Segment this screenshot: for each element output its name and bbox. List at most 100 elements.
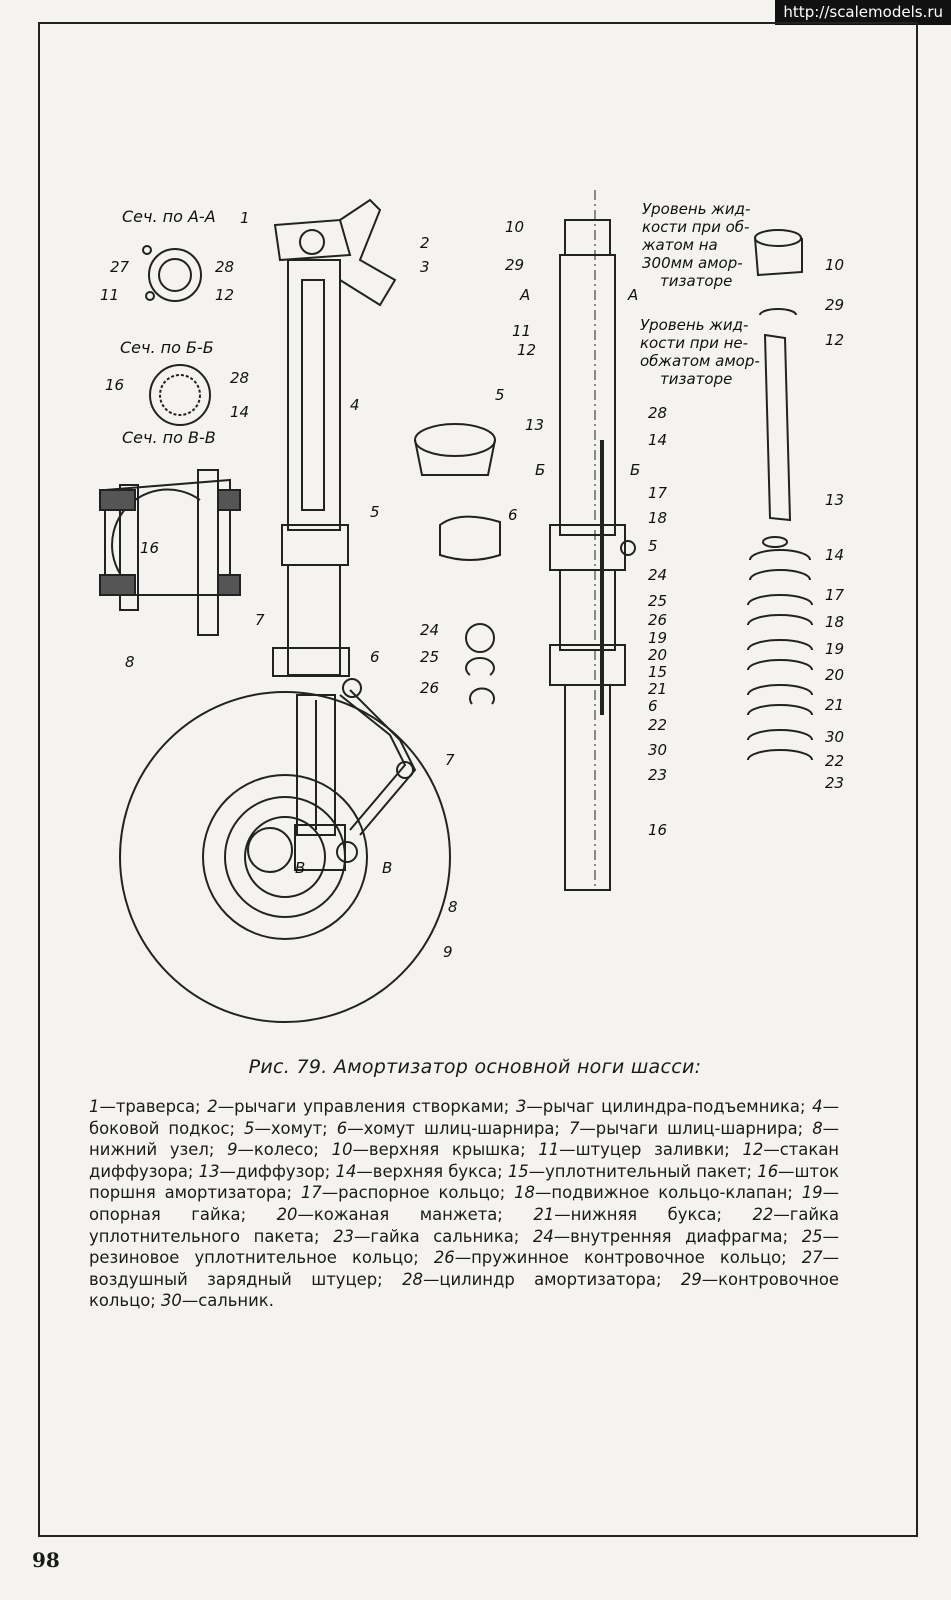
legend-number: 5 (244, 1118, 255, 1138)
callout-6a: 6 (370, 648, 380, 666)
legend-text: —воздушный зарядный штуцер; (89, 1248, 839, 1289)
callout-11a: 11 (100, 286, 119, 304)
legend-text: —шток поршня амортизатора; (89, 1161, 840, 1203)
callout-7a: 7 (255, 611, 265, 629)
legend-number: 30 (160, 1291, 182, 1311)
legend-item: 21—нижняя букса; (533, 1205, 752, 1224)
legend-item: 16—шток поршня амортизатора; (89, 1162, 839, 1203)
callout-16b: 16 (140, 539, 159, 557)
legend-text: —кожаная манжета; (297, 1204, 534, 1224)
legend-number: 19 (801, 1183, 823, 1203)
callout-5c: 5 (648, 537, 658, 555)
legend-item: 18—подвижное кольцо-клапан; (514, 1183, 802, 1202)
callout-21b: 21 (825, 696, 844, 714)
callout-7b: 7 (445, 751, 455, 769)
legend-item: 17—распорное кольцо; (301, 1183, 514, 1202)
legend-item: 14—верхняя букса; (336, 1162, 508, 1181)
callout-30a: 30 (648, 741, 667, 759)
svg-text:300мм амор-: 300мм амор- (642, 254, 743, 272)
part-callouts: 27 28 11 12 16 28 14 16 7 8 1 2 3 4 5 6 … (100, 209, 845, 961)
callout-28a: 28 (215, 258, 234, 276)
legend-text: —гайка уплотнительного пакета; (89, 1204, 839, 1246)
callout-23b: 23 (825, 774, 844, 792)
legend-text: —траверса; (99, 1097, 208, 1116)
legend-number: 2 (207, 1097, 218, 1116)
legend-text: —верхняя букса; (356, 1161, 508, 1181)
callout-29a: 29 (505, 256, 524, 274)
section-vv-label: Сеч. по В-В (122, 428, 216, 447)
callout-24a: 24 (420, 621, 439, 639)
callout-28c: 28 (648, 404, 667, 422)
legend-text: —уплотнительный пакет; (528, 1161, 758, 1181)
legend-item: 26—пружинное контровочное кольцо; (434, 1248, 802, 1267)
callout-3: 3 (420, 258, 430, 276)
section-aa-label: Сеч. по А-А (122, 207, 216, 226)
main-strut-drawing (119, 198, 451, 1023)
legend-item: 5—хомут; (244, 1119, 337, 1138)
section-mark-v-left: В (295, 859, 305, 877)
legend-item: 15—уплотнительный пакет; (508, 1162, 757, 1181)
legend-text: —внутренняя диафрагма; (553, 1226, 802, 1246)
legend-text: —пружинное контровочное кольцо; (454, 1248, 802, 1268)
svg-text:Уровень жид-: Уровень жид- (640, 316, 748, 334)
legend-item: 10—верхняя крышка; (332, 1140, 539, 1159)
callout-26b: 26 (648, 611, 667, 629)
legend-text: —подвижное кольцо-клапан; (534, 1183, 802, 1203)
legend-number: 13 (198, 1161, 220, 1181)
svg-text:тизаторе: тизаторе (660, 370, 732, 388)
callout-18b: 18 (825, 613, 844, 631)
legend-item: 27—воздушный зарядный штуцер; (89, 1248, 839, 1289)
svg-text:жатом на: жатом на (641, 236, 718, 254)
legend-number: 3 (515, 1097, 527, 1116)
legend-item: 3—рычаг цилиндра-подъемника; (516, 1097, 812, 1116)
callout-4: 4 (350, 396, 360, 414)
callout-27: 27 (110, 258, 130, 276)
legend-item: 12—стакан диффузора; (89, 1140, 839, 1181)
callout-13b: 13 (825, 491, 844, 509)
legend-item: 1—траверса; (89, 1097, 207, 1116)
callout-10a: 10 (505, 218, 524, 236)
legend-item: 11—штуцер заливки; (538, 1140, 742, 1159)
legend-number: 15 (507, 1161, 529, 1181)
legend-item: 19—опорная гайка; (89, 1183, 839, 1224)
callout-10b: 10 (825, 256, 844, 274)
section-mark-v-right: В (382, 859, 392, 877)
legend-number: 8 (812, 1118, 823, 1138)
legend-text: —гайка сальника; (353, 1226, 533, 1246)
legend-text: —верхняя крышка; (352, 1140, 539, 1160)
callout-17a: 17 (648, 484, 668, 502)
callout-2: 2 (420, 234, 430, 252)
legend-number: 14 (335, 1161, 357, 1181)
legend-number: 21 (533, 1204, 555, 1224)
callout-5b: 5 (495, 386, 505, 404)
section-bb-label: Сеч. по Б-Б (120, 338, 214, 357)
legend-text: —опорная гайка; (89, 1183, 839, 1224)
legend-item: 30—сальник. (161, 1291, 274, 1310)
callout-15: 15 (648, 663, 667, 681)
legend-text: —хомут; (254, 1118, 337, 1138)
callout-1: 1 (240, 209, 250, 227)
legend-item: 20—кожаная манжета; (277, 1205, 534, 1224)
svg-text:кости при не-: кости при не- (640, 334, 748, 352)
callout-14b: 14 (648, 431, 667, 449)
legend-text: —боковой подкос; (89, 1097, 839, 1138)
legend-number: 25 (801, 1226, 823, 1246)
legend-text: —стакан диффузора; (89, 1140, 839, 1181)
callout-29b: 29 (825, 296, 844, 314)
section-mark-a-right: А (627, 286, 638, 304)
callout-8a: 8 (125, 653, 135, 671)
legend-text: —сальник. (181, 1291, 274, 1311)
callout-20b: 20 (825, 666, 844, 684)
legend-item: 29—контровочное кольцо; (89, 1270, 839, 1311)
legend-number: 10 (331, 1140, 353, 1160)
callout-11b: 11 (512, 322, 531, 340)
note-uncompressed-level: Уровень жид- кости при не- обжатом амор-… (640, 316, 760, 388)
callout-25a: 25 (420, 648, 439, 666)
legend-number: 1 (89, 1097, 100, 1116)
callout-24b: 24 (648, 566, 667, 584)
legend-number: 16 (757, 1161, 779, 1181)
shock-absorber-drawing: Сеч. по А-А Сеч. по Б-Б Сеч. по В-В 27 2… (99, 190, 845, 1023)
legend-item: 2—рычаги управления створками; (207, 1097, 516, 1116)
section-mark-b-left: Б (535, 461, 545, 479)
callout-13a: 13 (525, 416, 544, 434)
